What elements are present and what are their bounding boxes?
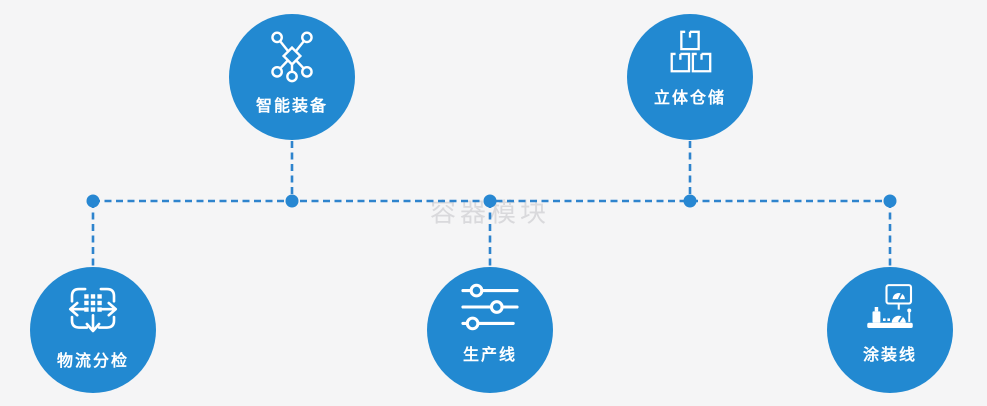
junction-dot: [483, 194, 497, 208]
junction-dot: [285, 194, 299, 208]
node-label: 智能装备: [255, 98, 328, 115]
node-production-line: 生产线: [427, 267, 553, 393]
node-logistics-sorting: 物流分检: [30, 267, 156, 393]
control-console-icon: [867, 284, 913, 328]
node-circle: 生产线: [427, 267, 553, 393]
sorting-arrows-icon: [68, 287, 118, 333]
sliders-icon: [461, 283, 519, 331]
network-nodes-icon: [271, 31, 313, 83]
node-label: 物流分检: [56, 353, 129, 370]
node-circle: 物流分检: [30, 267, 156, 393]
junction-dot: [683, 194, 697, 208]
junction-dot: [86, 194, 100, 208]
node-circle: 智能装备: [229, 14, 355, 140]
node-label: 生产线: [462, 347, 517, 364]
junction-dot: [883, 194, 897, 208]
node-painting-line: 涂装线: [827, 267, 953, 393]
node-warehouse: 立体仓储: [627, 14, 753, 140]
node-smart-equipment: 智能装备: [229, 14, 355, 140]
node-circle: 涂装线: [827, 267, 953, 393]
stacked-boxes-icon: [670, 30, 712, 73]
node-circle: 立体仓储: [627, 14, 753, 140]
node-label: 立体仓储: [653, 90, 726, 107]
node-label: 涂装线: [862, 347, 917, 364]
